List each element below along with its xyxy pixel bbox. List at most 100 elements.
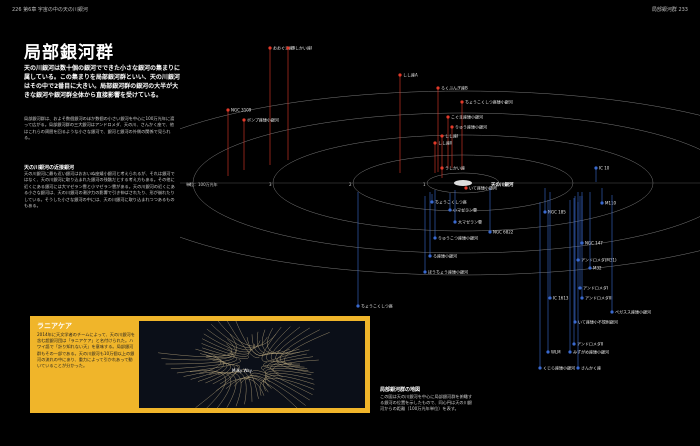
galaxy-label: ちょうこくしつ座 — [361, 303, 393, 309]
galaxy-dot — [594, 166, 598, 170]
galaxy-label: IC 10 — [599, 166, 610, 171]
galaxy-marker: アンドロメダIII — [580, 196, 612, 301]
laniakea-flow-illustration — [158, 321, 330, 408]
galaxy-marker: NGC 147 — [580, 192, 603, 246]
distance-ring — [180, 90, 700, 276]
flow-line — [251, 334, 281, 355]
galaxy-label: ほうちょう座矮小銀河 — [428, 269, 468, 275]
galaxy-marker: くじら座矮小銀河 — [538, 202, 575, 371]
galaxy-dot — [453, 220, 457, 224]
lead-paragraph: 天の川銀河は数十個の銀河でできた小さな銀河の集まりに属している。この集まりを局部… — [24, 65, 181, 99]
galaxy-marker: アンドロメダII — [572, 198, 603, 347]
galaxy-marker: NGC 6822 — [488, 188, 514, 235]
galaxy-marker: M110 — [600, 188, 617, 206]
galaxy-marker: NGC 185 — [543, 188, 566, 215]
galaxy-dot — [548, 296, 552, 300]
flow-line — [176, 359, 241, 374]
galaxy-marker: アンドロメダI — [578, 196, 608, 291]
galaxy-marker: 小マゼラン雲 — [448, 193, 477, 213]
galaxy-label: みずがめ座矮小銀河 — [573, 349, 609, 355]
ring-label: 3 — [269, 182, 272, 187]
subheading: 天の川銀河の近接銀河 — [24, 165, 75, 171]
galaxy-marker: しし座I — [440, 133, 458, 170]
flow-line — [202, 338, 252, 355]
galaxy-label: 小マゼラン雲 — [453, 207, 477, 213]
galaxy-dot — [600, 201, 604, 205]
ring-label: 2 — [349, 182, 352, 187]
galaxy-marker: IC 10 — [594, 166, 610, 182]
milky-way-disk — [454, 180, 472, 186]
flow-line — [270, 356, 314, 374]
galaxy-dot — [543, 210, 547, 214]
galaxy-marker: おおぐま座II — [268, 45, 295, 165]
galaxy-marker: ほうちょう座矮小銀河 — [423, 196, 468, 275]
ring-axis-label: 単位：100万光年 — [186, 181, 218, 187]
flow-line — [226, 371, 247, 405]
galaxy-label: うしかい座I — [291, 45, 312, 51]
galaxy-label: NGC 185 — [548, 210, 566, 215]
galaxy-marker: ろ座矮小銀河 — [428, 192, 457, 259]
flow-line — [216, 378, 265, 396]
galaxy-label: りゅうこつ座矮小銀河 — [438, 235, 478, 241]
flow-line — [195, 364, 240, 408]
laniakea-title: ラニアケア — [37, 322, 72, 330]
body-paragraph-1: 局部銀河群は、およそ数個銀河のほか数個の小さい銀河を中心に100万光年に渡って広… — [24, 116, 175, 141]
galaxy-label: しし座A — [403, 72, 418, 78]
galaxy-dot — [576, 366, 580, 370]
galaxy-label: ペガスス座矮小銀河 — [615, 309, 651, 315]
galaxy-label: アンドロメダII — [577, 341, 603, 347]
galaxy-marker: しし座A — [398, 72, 418, 173]
galaxy-dot — [436, 86, 440, 90]
galaxy-marker: こぐま座矮小銀河 — [446, 114, 483, 168]
flow-line — [263, 375, 315, 392]
galaxy-label: M110 — [605, 201, 617, 206]
galaxy-label: 大マゼラン雲 — [458, 219, 482, 225]
galaxy-label: ろ座矮小銀河 — [433, 253, 457, 259]
flow-line — [267, 353, 307, 370]
galaxy-dot — [448, 208, 452, 212]
flow-line — [259, 378, 315, 396]
galaxy-dot — [488, 230, 492, 234]
galaxy-dot — [446, 115, 450, 119]
galaxy-dot — [440, 166, 444, 170]
map-caption: この図は天の川銀河を中心に局部銀河群を俯瞰する銀河の位置を示したもので、同心円は… — [380, 394, 473, 411]
galaxy-marker: ポンプ座矮小銀河 — [242, 117, 279, 170]
flow-line — [211, 324, 268, 349]
flow-line — [190, 353, 224, 380]
galaxy-label: アンドロメダI — [583, 285, 608, 291]
galaxy-label: IC 1613 — [553, 296, 569, 301]
galaxy-label: ちょうこくしつ座 — [435, 199, 467, 205]
galaxy-label: M32 — [593, 266, 602, 271]
galaxy-label: おおぐま座II — [273, 45, 295, 51]
milky-way-label: 天の川銀河 — [491, 181, 514, 188]
galaxy-marker: ちょうこくしつ座 — [430, 194, 467, 205]
flow-line — [201, 343, 249, 357]
galaxy-dot — [286, 46, 290, 50]
galaxy-marker: ちょうこくしつ座 — [356, 192, 393, 309]
galaxy-dot — [450, 125, 454, 129]
galaxy-dot — [440, 134, 444, 138]
galaxy-dot — [610, 310, 614, 314]
flow-line — [256, 331, 290, 354]
map-caption-heading: 局部銀河群の地図 — [380, 387, 421, 393]
flow-line — [233, 375, 272, 389]
galaxy-label: NGC 6822 — [493, 230, 514, 235]
flow-line — [227, 321, 260, 359]
flow-line — [261, 363, 301, 370]
galaxy-label: しし座I — [445, 133, 458, 139]
flow-line — [241, 369, 259, 399]
flow-line — [234, 370, 253, 402]
flow-line — [272, 359, 319, 377]
flow-line — [263, 351, 301, 368]
galaxy-marker: IC 1613 — [548, 192, 569, 301]
laniakea-image-label: Milky Way — [232, 368, 253, 373]
galaxy-dot — [268, 46, 272, 50]
galaxy-marker: NGC 3109 — [226, 108, 252, 176]
galaxy-marker: みずがめ座矮小銀河 — [568, 200, 609, 355]
galaxy-label: しし座II — [438, 140, 452, 146]
galaxy-label: くじら座矮小銀河 — [543, 365, 575, 371]
galaxy-marker: さんかく座 — [576, 202, 601, 371]
galaxy-label: NGC 3109 — [231, 108, 252, 113]
galaxy-marker: ペガスス座矮小銀河 — [610, 195, 651, 315]
